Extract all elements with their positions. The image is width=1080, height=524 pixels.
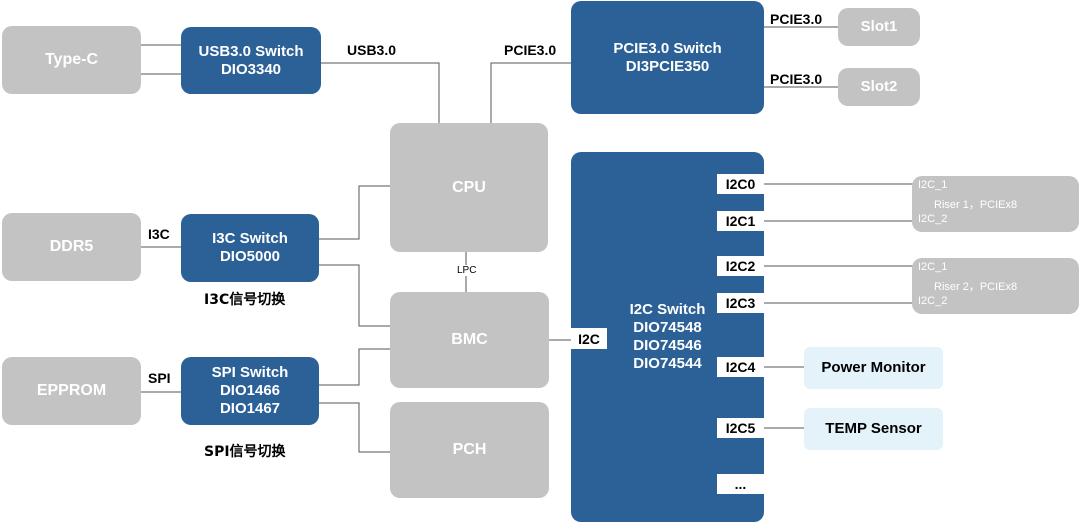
slot2-label: Slot2 — [860, 78, 898, 95]
riser1-line-3: I2C_2 — [918, 213, 948, 225]
wire-i3c-cpu — [319, 185, 390, 240]
usb-switch-box: USB3.0 Switch DIO3340 — [181, 27, 321, 94]
i2c-port-more: ... — [717, 474, 764, 494]
riser2-line-3: I2C_2 — [918, 295, 948, 307]
spi-switch-box: SPI Switch DIO1466 DIO1467 — [181, 357, 319, 425]
pcie-switch-box: PCIE3.0 Switch DI3PCIE350 — [571, 1, 764, 114]
i3c-label: I3C — [148, 226, 170, 242]
i2c-switch-model-3: DIO74544 — [633, 355, 702, 372]
ddr5-label: DDR5 — [49, 238, 94, 256]
i2c-port-3-label: I2C3 — [725, 295, 756, 311]
spi-caption: SPI信号切换 — [204, 444, 286, 460]
type-c-label: Type-C — [44, 51, 99, 69]
spi-switch-name: SPI Switch — [211, 364, 289, 381]
wire-usb-cpu — [321, 62, 440, 123]
i2c-port-more-label: ... — [734, 476, 747, 492]
i2c-switch-model-2: DIO74546 — [633, 337, 702, 354]
slot1-label: Slot1 — [860, 18, 898, 35]
riser2-line-2: Riser 2，PCIEx8 — [934, 281, 1018, 293]
i2c-bmc-port-label: I2C — [578, 330, 600, 347]
power-monitor-box: Power Monitor — [804, 347, 943, 389]
i2c-bmc-port: I2C — [571, 328, 607, 349]
i2c-switch-name: I2C Switch — [629, 301, 706, 318]
i2c-port-1-label: I2C1 — [725, 213, 756, 229]
spi-switch-model-1: DIO1466 — [219, 382, 281, 399]
pch-box: PCH — [390, 402, 549, 498]
i2c-port-1: I2C1 — [717, 211, 764, 231]
epprom-label: EPPROM — [36, 382, 107, 400]
pcie-switch-model: DI3PCIE350 — [625, 57, 710, 75]
pcie30-slot1-label: PCIE3.0 — [770, 11, 823, 27]
i2c-port-0-label: I2C0 — [725, 176, 756, 192]
epprom-box: EPPROM — [2, 357, 141, 425]
i2c-switch-model-1: DIO74548 — [633, 319, 702, 336]
spi-label: SPI — [148, 370, 171, 386]
riser2-box — [912, 258, 1079, 314]
i2c-port-3: I2C3 — [717, 293, 764, 313]
pcie30-slot2-label: PCIE3.0 — [770, 71, 823, 87]
riser1-box — [912, 176, 1079, 232]
spi-switch-model-2: DIO1467 — [219, 400, 281, 417]
riser2-line-1: I2C_1 — [918, 261, 948, 273]
i3c-switch-name: I3C Switch — [212, 230, 288, 247]
usb-switch-name: USB3.0 Switch — [198, 42, 304, 60]
temp-sensor-label: TEMP Sensor — [825, 420, 922, 437]
i2c-port-5-label: I2C5 — [725, 420, 756, 436]
i2c-port-2: I2C2 — [717, 256, 764, 276]
cpu-label: CPU — [452, 178, 486, 196]
slot2-box: Slot2 — [838, 68, 920, 106]
riser1-line-1: I2C_1 — [918, 179, 948, 191]
ddr5-box: DDR5 — [2, 213, 141, 281]
i2c-port-4: I2C4 — [717, 357, 764, 377]
wire-i3c-bmc — [319, 264, 390, 327]
wire-spi-bmc — [319, 348, 390, 386]
bmc-label: BMC — [451, 331, 488, 349]
i2c-port-4-label: I2C4 — [725, 359, 756, 375]
usb-switch-model: DIO3340 — [220, 60, 282, 78]
pch-label: PCH — [452, 441, 487, 459]
slot1-box: Slot1 — [838, 8, 920, 46]
i2c-port-5: I2C5 — [717, 418, 764, 438]
lpc-label: LPC — [456, 265, 478, 276]
cpu-box: CPU — [390, 123, 548, 252]
bmc-box: BMC — [390, 292, 549, 388]
i3c-switch-model: DIO5000 — [219, 248, 281, 265]
i3c-switch-box: I3C Switch DIO5000 — [181, 214, 319, 282]
wire-spi-pch — [319, 402, 390, 453]
temp-sensor-box: TEMP Sensor — [804, 408, 943, 450]
wire-cpu-pcie — [490, 62, 571, 123]
pcie-switch-name: PCIE3.0 Switch — [613, 39, 722, 57]
usb30-label: USB3.0 — [347, 42, 397, 58]
pcie30-cpu-label: PCIE3.0 — [504, 42, 557, 58]
i2c-port-2-label: I2C2 — [725, 258, 756, 274]
power-monitor-label: Power Monitor — [821, 359, 926, 376]
riser1-line-2: Riser 1，PCIEx8 — [934, 199, 1018, 211]
i2c-port-0: I2C0 — [717, 174, 764, 194]
type-c-box: Type-C — [2, 26, 141, 94]
i3c-caption: I3C信号切换 — [204, 292, 286, 308]
